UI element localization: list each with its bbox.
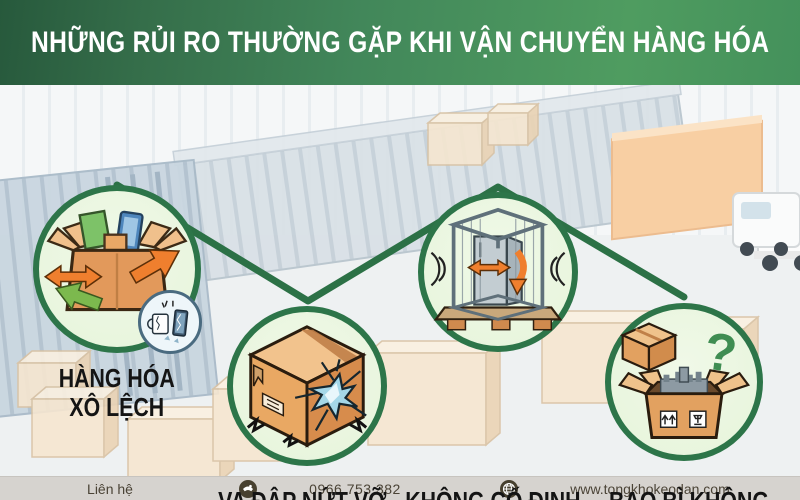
warehouse-background-illustration: [0, 85, 800, 476]
page-title: NHỮNG RỦI RO THƯỜNG GẶP KHI VẬN CHUYỂN H…: [30, 25, 770, 59]
website-url: www.tongkhokeodan.com: [570, 481, 730, 497]
label-goods-shifted: HÀNG HÓA XÔ LỆCH: [58, 363, 176, 422]
risk-circle-unsecured-cargo: [418, 192, 578, 352]
warehouse-scene: ? HÀNG HÓ: [0, 85, 800, 500]
risk-circle-cracked-box: [227, 306, 387, 466]
contact-label: Liên hệ: [87, 481, 133, 497]
connector-line: [113, 181, 688, 305]
globe-icon: [500, 480, 518, 498]
insufficient-foam-packaging-icon: ?: [617, 321, 751, 439]
label-insufficient-packaging: BAO BÌ KHÔNG ĐỦ CHỐNG SỐC: [570, 487, 800, 500]
cracked-dented-box-icon: [246, 325, 368, 448]
broken-items-badge: [138, 290, 202, 354]
open-box-goods-shifting-icon: [43, 209, 188, 312]
phone-number: 0966 753 382: [309, 481, 401, 497]
broken-mug-phone-icon: [147, 300, 189, 344]
unsecured-cargo-cage-icon: [430, 207, 566, 331]
phone-icon: [239, 480, 257, 498]
white-van: [732, 192, 800, 256]
label-unsecured-cargo: KHÔNG CỐ ĐỊNH CHẮC CHẮN: [380, 487, 605, 500]
header-banner: NHỮNG RỦI RO THƯỜNG GẶP KHI VẬN CHUYỂN H…: [0, 0, 800, 85]
label-cracked-box: VA ĐẬP NỨT VỠ, MÓP MÉO: [193, 487, 418, 500]
risk-circle-insufficient-packaging: ?: [605, 303, 763, 461]
footer-bar: Liên hệ 0966 753 382 www.tongkhokeodan.c…: [0, 476, 800, 500]
